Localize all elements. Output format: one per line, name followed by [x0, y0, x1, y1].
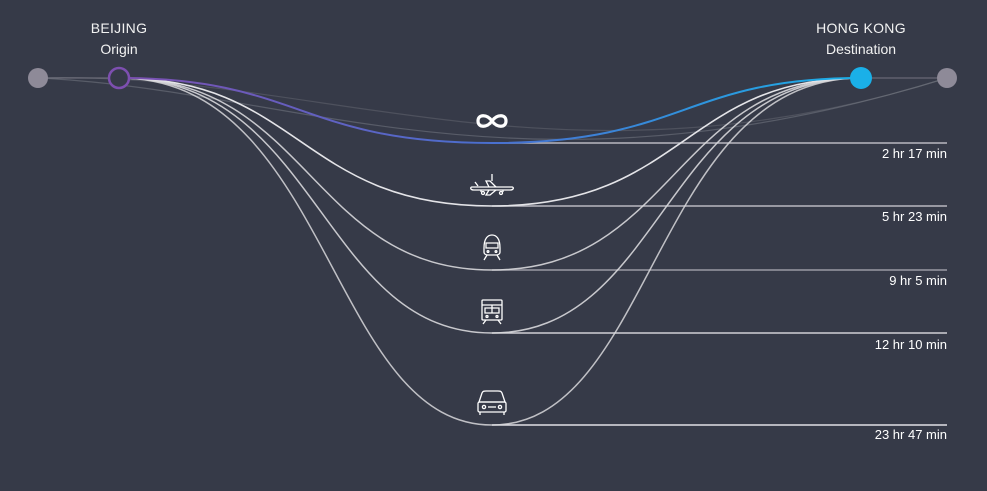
origin-role: Origin — [100, 41, 138, 57]
route-curve-high-speed-train — [118, 77, 862, 271]
duration-plane: 5 hr 23 min — [881, 209, 947, 224]
high-speed-train-icon — [483, 234, 501, 261]
route-curves — [118, 77, 862, 426]
origin-label: BEIJING Origin — [39, 18, 199, 60]
destination-outer-dot[interactable] — [937, 68, 957, 88]
route-curve-car — [118, 77, 862, 426]
plane-icon — [470, 174, 514, 196]
infinity-icon — [476, 114, 508, 128]
duration-train: 12 hr 10 min — [874, 337, 947, 352]
origin-dot[interactable] — [107, 66, 131, 90]
destination-dot[interactable] — [850, 67, 872, 89]
duration-car: 23 hr 47 min — [874, 427, 947, 442]
destination-city-name: HONG KONG — [816, 20, 906, 36]
route-curve-train — [118, 77, 862, 334]
origin-outer-dot[interactable] — [28, 68, 48, 88]
duration-infinity: 2 hr 17 min — [881, 146, 947, 161]
car-icon — [477, 390, 507, 415]
duration-baselines — [492, 142, 947, 426]
route-curve-infinity — [118, 77, 862, 145]
destination-role: Destination — [825, 41, 897, 57]
train-icon — [481, 299, 503, 325]
route-curve-plane — [118, 77, 862, 207]
duration-high-speed-train: 9 hr 5 min — [889, 273, 947, 288]
origin-city-name: BEIJING — [90, 20, 148, 36]
destination-label: HONG KONG Destination — [781, 18, 941, 60]
